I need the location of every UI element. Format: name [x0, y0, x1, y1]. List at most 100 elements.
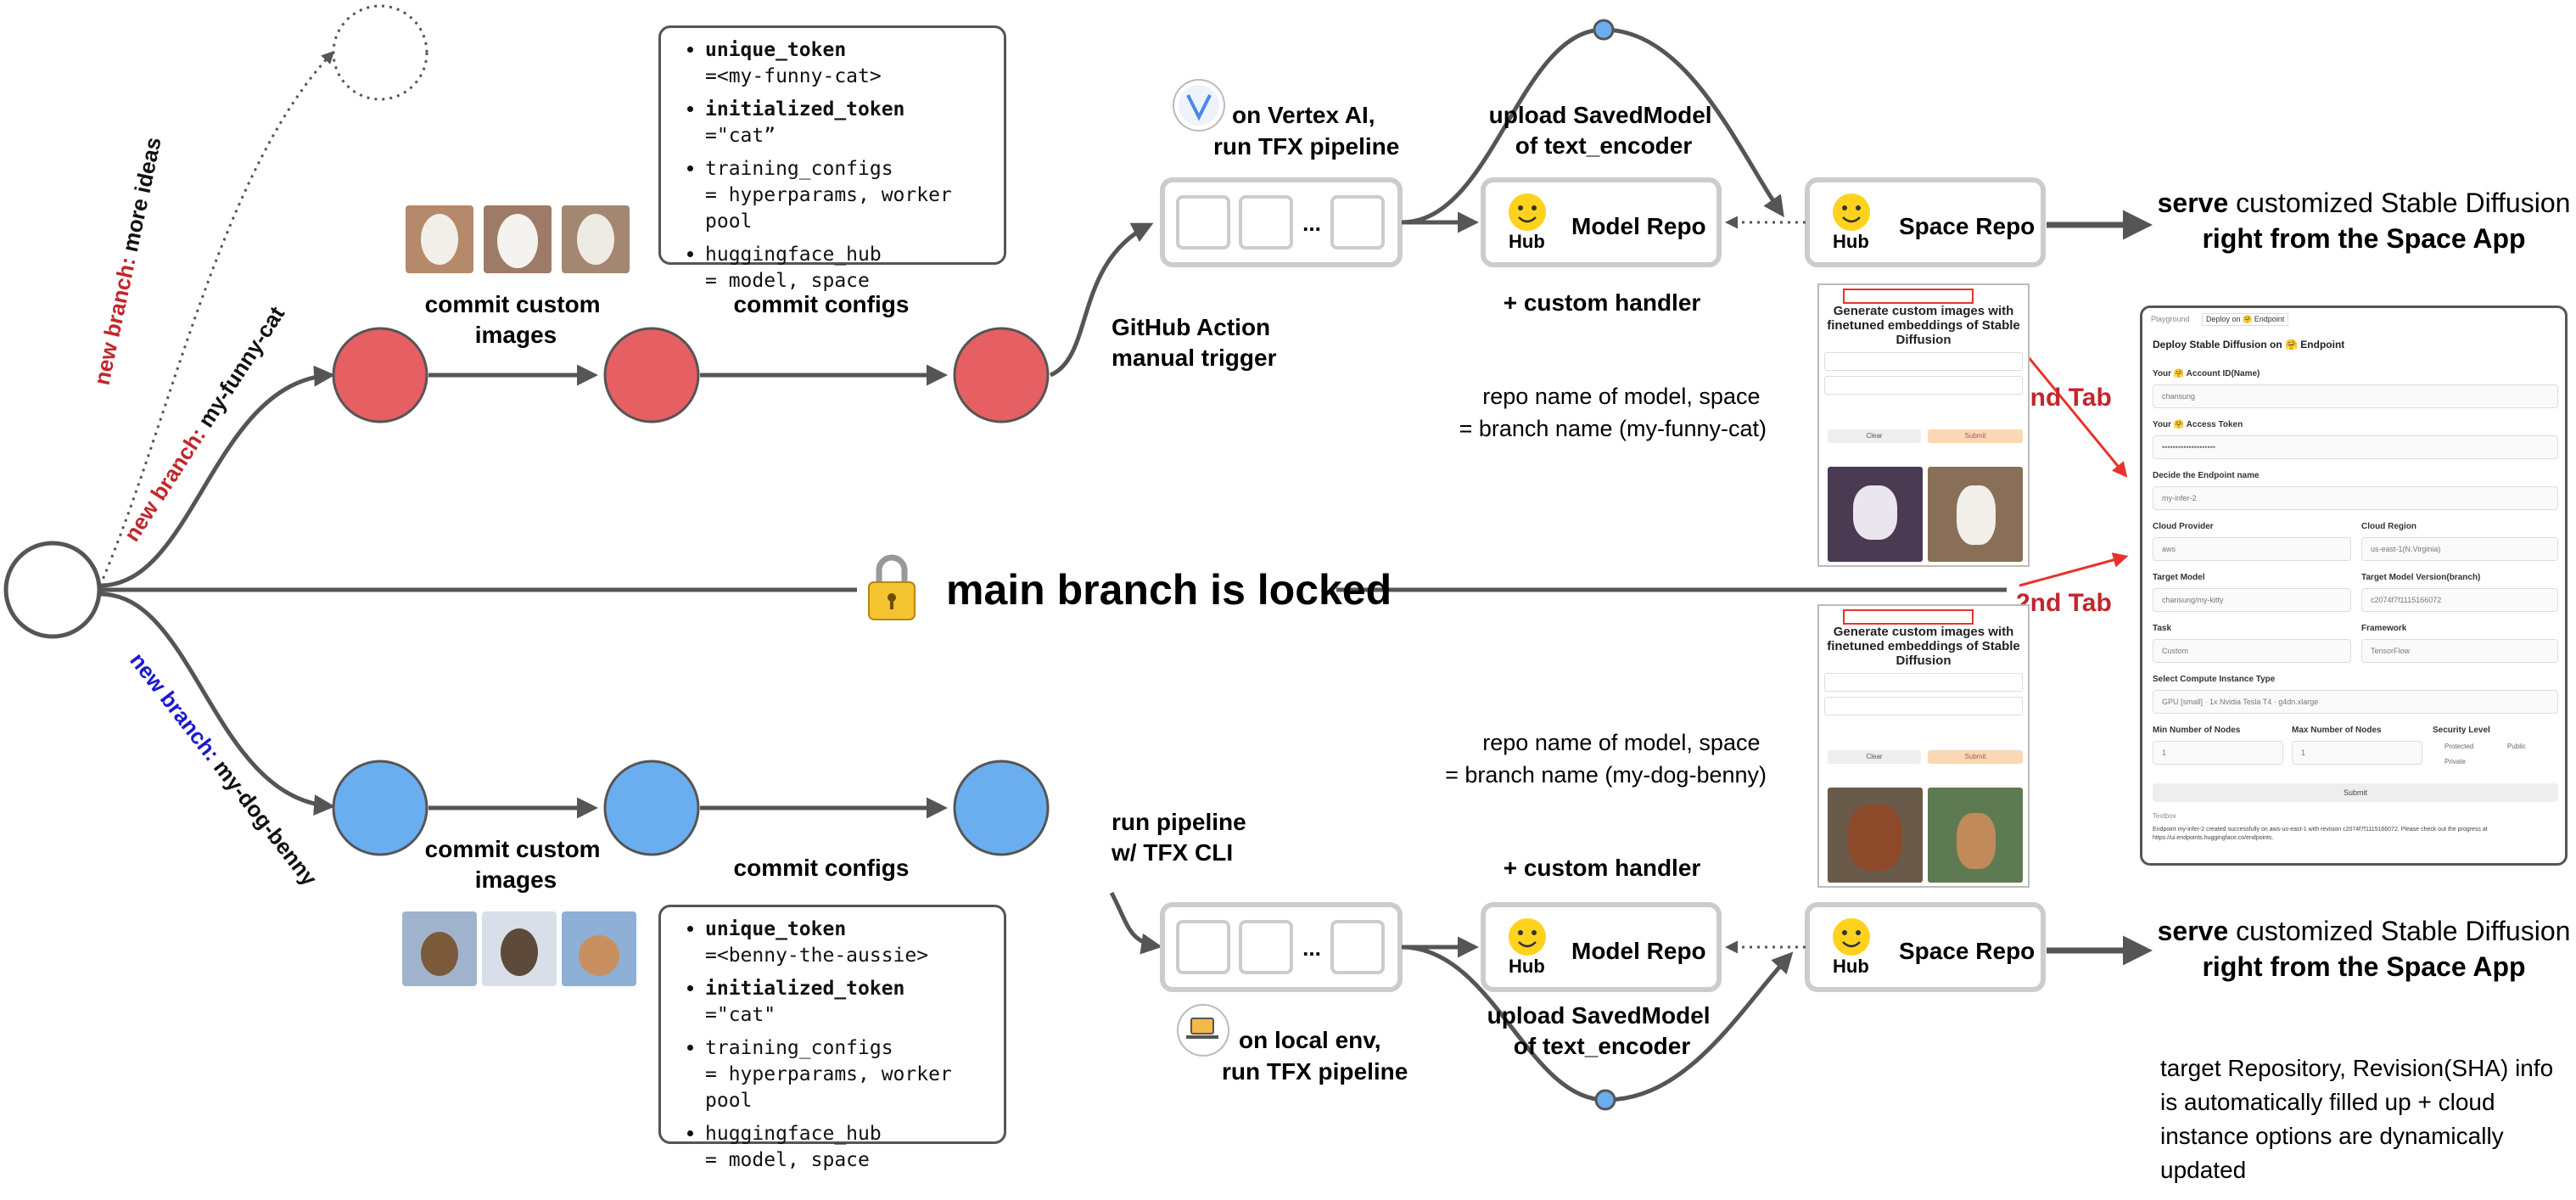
- dog-space-app-clear-button[interactable]: Clear: [1828, 750, 1921, 764]
- cat-model-repo-hub-label: Hub: [1509, 231, 1545, 252]
- dog-config-item: initialized_token ="cat": [705, 975, 988, 1029]
- cat-space-app-submit-button[interactable]: Submit: [1928, 429, 2023, 443]
- main-branch-origin-node: [3, 541, 102, 639]
- dog-trigger-line-1: run pipeline: [1112, 809, 1246, 835]
- more-ideas-branch-prefix: new branch:: [89, 255, 141, 387]
- footnote-line-2: is automatically filled up + cloud: [2160, 1089, 2495, 1115]
- dog-serve-label: serve customized Stable Diffusion: [2158, 916, 2571, 946]
- deploy-security-option-protected[interactable]: Protected: [2444, 743, 2474, 750]
- deploy-revision-input[interactable]: c2074f7f1115166072: [2361, 588, 2558, 612]
- cat-branch-name: my-funny-cat: [193, 301, 289, 432]
- dog-space-app-screenshot: Generate custom images with finetuned em…: [1817, 604, 2030, 888]
- cat-config-key: initialized_token: [705, 98, 905, 121]
- deploy-submit-button[interactable]: Submit: [2153, 783, 2558, 802]
- cat-images: [406, 205, 630, 273]
- cat-space-app-clear-button[interactable]: Clear: [1828, 429, 1921, 443]
- deploy-endpoint-name-input[interactable]: my-infer-2: [2153, 486, 2558, 510]
- dog-repo-name-line-2: = branch name (my-dog-benny): [1445, 762, 1767, 788]
- dog-serve-line-2: right from the Space App: [2202, 951, 2525, 982]
- deploy-framework-input[interactable]: TensorFlow: [2361, 639, 2558, 663]
- footnote-line-1: target Repository, Revision(SHA) info: [2160, 1055, 2553, 1081]
- cat-serve-line-2: right from the Space App: [2202, 223, 2525, 254]
- more-ideas-placeholder-node: [332, 4, 428, 101]
- footnote: target Repository, Revision(SHA) info is…: [2160, 1055, 2560, 1183]
- deploy-compute-select[interactable]: GPU [small] · 1x Nvidia Tesla T4 · g4dn.…: [2153, 690, 2558, 714]
- cat-pipeline-step-3: [1330, 195, 1385, 250]
- cat-commit-node-3: [953, 327, 1050, 423]
- dog-model-repo-hub-label: Hub: [1509, 956, 1545, 977]
- deploy-token-input[interactable]: ••••••••••••••••••••: [2153, 435, 2558, 459]
- dog-trigger-line-2: w/ TFX CLI: [1111, 839, 1233, 866]
- cat-vertex-line-1: on Vertex AI,: [1232, 102, 1375, 128]
- cat-trigger-label: GitHub Action manual trigger: [1112, 314, 1277, 371]
- dog-2nd-tab-arrow: [2019, 552, 2129, 587]
- cat-repo-name-line-2: = branch name (my-funny-cat): [1459, 416, 1767, 441]
- cat-commit-node-1: [332, 327, 428, 423]
- cat-branch-prefix: new branch:: [119, 423, 211, 546]
- dog-config-key: initialized_token: [705, 978, 905, 1000]
- dog-model-repo-hf-icon: [1509, 918, 1546, 956]
- dog-space-repo-label: Space Repo: [1899, 938, 2035, 964]
- dog-space-app-tabbar: [1843, 609, 1974, 625]
- deploy-tab-playground[interactable]: Playground: [2151, 315, 2190, 323]
- cat-output-image-2: [1928, 467, 2023, 562]
- dog-config-item: training_configs = hyperparams, worker p…: [705, 1035, 988, 1114]
- dog-output-image-1: [1828, 788, 1923, 883]
- deploy-task-input[interactable]: Custom: [2153, 639, 2351, 663]
- laptop-icon: [1177, 1004, 1229, 1057]
- cat-config-value: = hyperparams, worker pool: [705, 184, 952, 233]
- cat-trigger-line-2: manual trigger: [1112, 345, 1277, 371]
- deploy-model-input[interactable]: chansung/my-kitty: [2153, 588, 2351, 612]
- cat-space-app-tabbar: [1843, 289, 1974, 304]
- cat-repo-name-label: repo name of model, space = branch name …: [1459, 384, 1767, 441]
- deploy-tab-endpoint[interactable]: Deploy on 🤗 Endpoint: [2202, 313, 2289, 326]
- cat-config-item: unique_token =<my-funny-cat>: [705, 36, 988, 90]
- dog-commit-node-1: [332, 760, 428, 856]
- deploy-min-nodes-input[interactable]: 1: [2153, 741, 2283, 765]
- dog-space-app-guidance-field: [1824, 697, 2023, 715]
- deploy-account-input[interactable]: chansung: [2153, 384, 2558, 408]
- deploy-model-label: Target Model: [2153, 573, 2205, 582]
- cat-space-app-prompt-field: [1824, 352, 2023, 371]
- dog-serve-bold: serve: [2158, 916, 2229, 946]
- deploy-security-option-public[interactable]: Public: [2507, 743, 2526, 750]
- dog-commit-configs-label: commit configs: [734, 855, 910, 881]
- dog-pipeline-ellipsis: ...: [1302, 935, 1321, 961]
- dog-images: [402, 911, 636, 986]
- dog-branch-label: new branch: my-dog-benny: [125, 648, 322, 890]
- dog-model-repo-label: Model Repo: [1571, 938, 1706, 964]
- dog-space-app-prompt-field: [1824, 673, 2023, 692]
- dog-upload-dot: [1594, 1089, 1616, 1111]
- dog-upload-label: upload SavedModel of text_encoder: [1487, 1002, 1717, 1059]
- deploy-compute-label: Select Compute Instance Type: [2153, 675, 2276, 684]
- dog-config-value: = hyperparams, worker pool: [705, 1063, 952, 1112]
- cat-upload-curve-down: [1603, 27, 1784, 218]
- cat-2nd-tab-label: 2nd Tab: [2016, 384, 2112, 412]
- deploy-region-select[interactable]: us-east-1(N.Virginia): [2361, 537, 2558, 561]
- lock-icon: [868, 554, 916, 620]
- cat-space-repo-label: Space Repo: [1899, 213, 2035, 239]
- dog-space-app-submit-button[interactable]: Submit: [1928, 750, 2023, 764]
- cat-output-image-1: [1828, 467, 1923, 562]
- deploy-provider-label: Cloud Provider: [2153, 522, 2214, 531]
- deploy-max-nodes-input[interactable]: 1: [2292, 741, 2422, 765]
- cat-trigger-line-1: GitHub Action: [1112, 314, 1270, 340]
- dog-config-key: training_configs: [705, 1037, 893, 1059]
- more-ideas-branch-path: [98, 50, 335, 586]
- dog-space-repo-hub-label: Hub: [1833, 956, 1869, 977]
- cat-space-repo-hub-label: Hub: [1833, 231, 1869, 252]
- deploy-provider-select[interactable]: aws: [2153, 537, 2351, 561]
- cat-model-repo-hf-icon: [1509, 193, 1546, 231]
- dog-commit-images-label: commit custom images: [425, 836, 608, 893]
- more-ideas-branch-label: new branch: more ideas: [89, 135, 166, 387]
- dog-config-card: unique_token =<benny-the-aussie> initial…: [658, 905, 1006, 1171]
- dog-repo-name-label: repo name of model, space = branch name …: [1445, 730, 1767, 788]
- dog-2nd-tab-label: 2nd Tab: [2016, 589, 2112, 617]
- deploy-framework-label: Framework: [2361, 624, 2407, 633]
- deploy-security-option-private[interactable]: Private: [2444, 758, 2466, 765]
- dog-space-repo-hf-icon: [1833, 918, 1870, 956]
- cat-commit-images-line-1: commit custom: [425, 291, 601, 317]
- dog-config-value: = model, space: [705, 1149, 870, 1171]
- cat-config-card: unique_token =<my-funny-cat> initialized…: [658, 25, 1006, 292]
- cat-upload-label: upload SavedModel of text_encoder: [1489, 102, 1719, 159]
